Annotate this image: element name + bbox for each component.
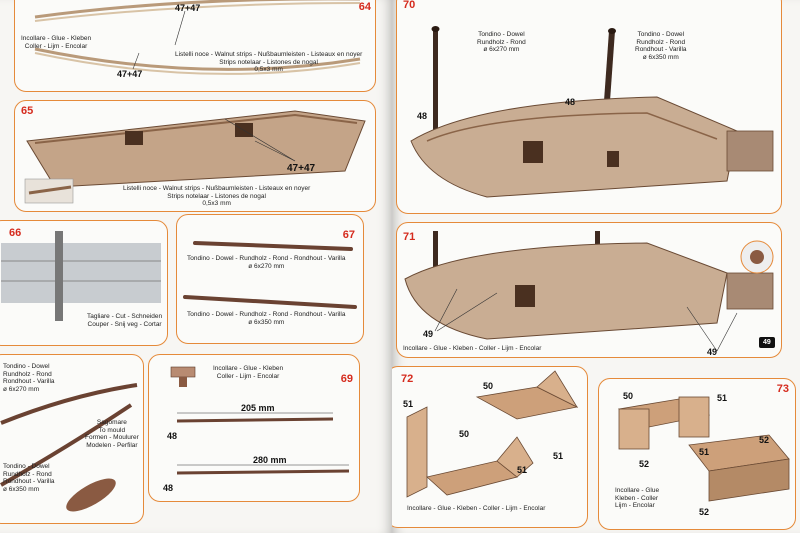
hull-glue-drawing: [404, 231, 774, 352]
part-label: 52: [699, 507, 710, 517]
cut-instruction: Tagliare - Cut - Schneiden Couper - Snij…: [87, 313, 163, 328]
part-label: 47+47: [287, 163, 316, 174]
part-label: 50: [483, 381, 494, 391]
dowel-label: Tondino - Dowel - Rundholz - Rond - Rond…: [187, 255, 346, 270]
step-number-65: 65: [21, 105, 34, 117]
strips-instruction: Listelli noce - Walnut strips - Nußbauml…: [123, 185, 311, 207]
mould-instruction: Sagomare To mould Formen - Moulurer Mode…: [85, 419, 139, 449]
dowel-label: Tondino - Dowel Rundholz - Rond Rondhout…: [3, 363, 55, 393]
rack-final-drawing: [617, 396, 790, 502]
glue-instruction: Incollare - Glue - Kleben - Coller - Lij…: [407, 505, 546, 512]
glue-instruction: Incollare - Glue - Kleben Coller - Lijm …: [213, 365, 284, 380]
cutting-drawing: [1, 231, 161, 321]
panel-step-65: 65 47+47 Listelli noce - Walnut strips -…: [14, 100, 376, 212]
step-number-69: 69: [340, 373, 353, 385]
walnut-strips-drawing: [34, 0, 361, 75]
part-label: 49: [707, 347, 718, 357]
left-page: 64 47+47 47+47 Incollare - Glue - Kleben…: [0, 0, 392, 533]
part-label: 49: [423, 329, 434, 339]
rack-assembly-drawing: [406, 370, 579, 498]
panel-step-66: 66 Tagliare - Cut - Schneiden Couper - S…: [0, 220, 168, 346]
dowels-drawing: [183, 241, 357, 309]
length-label: 280 mm: [253, 455, 287, 465]
glue-instruction: Incollare - Glue - Kleben - Coller - Lij…: [403, 345, 542, 352]
step-number-66: 66: [9, 227, 22, 239]
step-number-67: 67: [342, 229, 355, 241]
mast-length-drawing: [170, 366, 350, 475]
mast-label: Tondino - Dowel Rundholz - Rond ø 6x270 …: [477, 31, 526, 53]
part-label: 50: [623, 391, 634, 401]
glue-instruction: Incollare - Glue - Kleben Coller - Lijm …: [21, 35, 92, 50]
step-number-73: 73: [776, 383, 789, 395]
strips-instruction: Listelli noce - Walnut strips - Nußbauml…: [175, 51, 363, 73]
panel-step-72: 72 50 51 50 51 51 Incollare - Glue - Kle…: [392, 366, 588, 528]
part-label: 48: [163, 483, 174, 493]
dowel-label: Tondino - Dowel Rundholz - Rond Rondhout…: [3, 463, 55, 493]
part-label: 48: [167, 431, 178, 441]
panel-step-69: 69 Incollare - Glue - Kleben Coller - Li…: [148, 354, 360, 502]
part-label: 52: [639, 459, 650, 469]
part-label: 48: [565, 97, 576, 107]
right-page: 70 Tondino - Dowel Rundholz - Rond ø 6x2…: [392, 0, 800, 533]
panel-step-71: 71 49 49 Incollare - Glue - Kleben - Col…: [396, 222, 782, 358]
hull-masts-drawing: [410, 26, 774, 198]
hull-side-drawing: [24, 110, 366, 204]
part-label: 48: [417, 111, 428, 121]
glue-instruction: Incollare - Glue Kleben - Coller Lijm - …: [615, 487, 660, 509]
panel-step-70: 70 Tondino - Dowel Rundholz - Rond ø 6x2…: [396, 0, 782, 214]
panel-step-73: 73 50 51 52 52 51 52 Incollare - Glue Kl…: [598, 378, 796, 530]
panel-step-64: 64 47+47 47+47 Incollare - Glue - Kleben…: [14, 0, 376, 92]
step-number-71: 71: [403, 231, 416, 243]
part-label: 51: [517, 465, 528, 475]
panel-step-68: Tondino - Dowel Rundholz - Rond Rondhout…: [0, 354, 144, 524]
mould-drawing: [0, 383, 138, 512]
part-label: 47+47: [175, 3, 201, 13]
mast-label: Tondino - Dowel Rundholz - Rond Rondhout…: [635, 31, 687, 61]
part-label: 51: [403, 399, 414, 409]
part-badge: 49: [759, 337, 775, 348]
dowel-label: Tondino - Dowel - Rundholz - Rond - Rond…: [187, 311, 346, 326]
length-label: 205 mm: [241, 403, 275, 413]
step-number-72: 72: [401, 373, 414, 385]
part-label: 51: [699, 447, 710, 457]
part-label: 51: [717, 393, 728, 403]
part-label: 50: [459, 429, 470, 439]
panel-step-67: 67 Tondino - Dowel - Rundholz - Rond - R…: [176, 214, 364, 344]
part-label: 52: [759, 435, 770, 445]
part-label: 51: [553, 451, 564, 461]
part-label: 47+47: [117, 69, 143, 79]
step-number-64: 64: [358, 1, 371, 13]
step-number-70: 70: [403, 0, 416, 11]
